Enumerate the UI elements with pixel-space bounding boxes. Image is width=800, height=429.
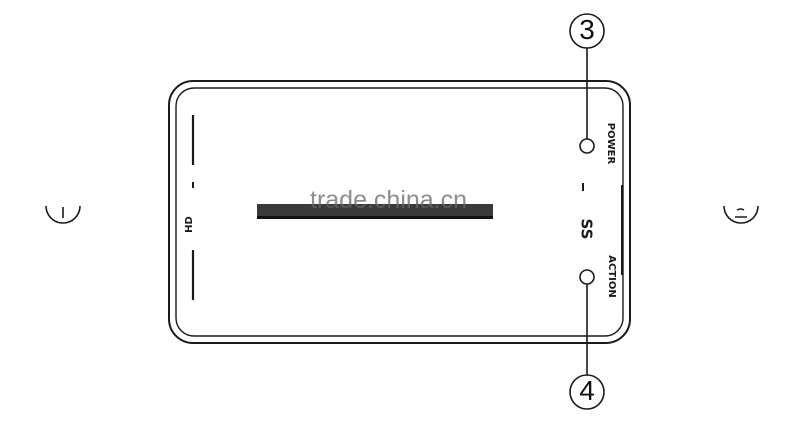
center-slot-bar [257, 204, 493, 218]
callout-2-partial-glyph [735, 208, 747, 218]
callout-4-circle [569, 374, 605, 410]
right-crop-mask [718, 185, 763, 203]
left-crop-mask [40, 185, 85, 203]
callout-3-circle [569, 13, 605, 49]
power-label: POWER [605, 122, 617, 165]
center-slot-bar-shadow [257, 216, 493, 219]
power-button [579, 138, 595, 154]
action-label: ACTION [605, 255, 617, 298]
callout-3-number: 3 [579, 14, 595, 45]
callout-1-partial-circle [45, 205, 81, 224]
action-button [579, 269, 595, 285]
watermark-text: trade.china.cn [310, 186, 468, 214]
hdmi-label: HD [183, 216, 195, 233]
brand-logo: SS [577, 218, 596, 240]
callout-2-partial-circle [723, 205, 759, 224]
device-body-outline [168, 80, 631, 344]
callout-4-number: 4 [579, 375, 595, 406]
